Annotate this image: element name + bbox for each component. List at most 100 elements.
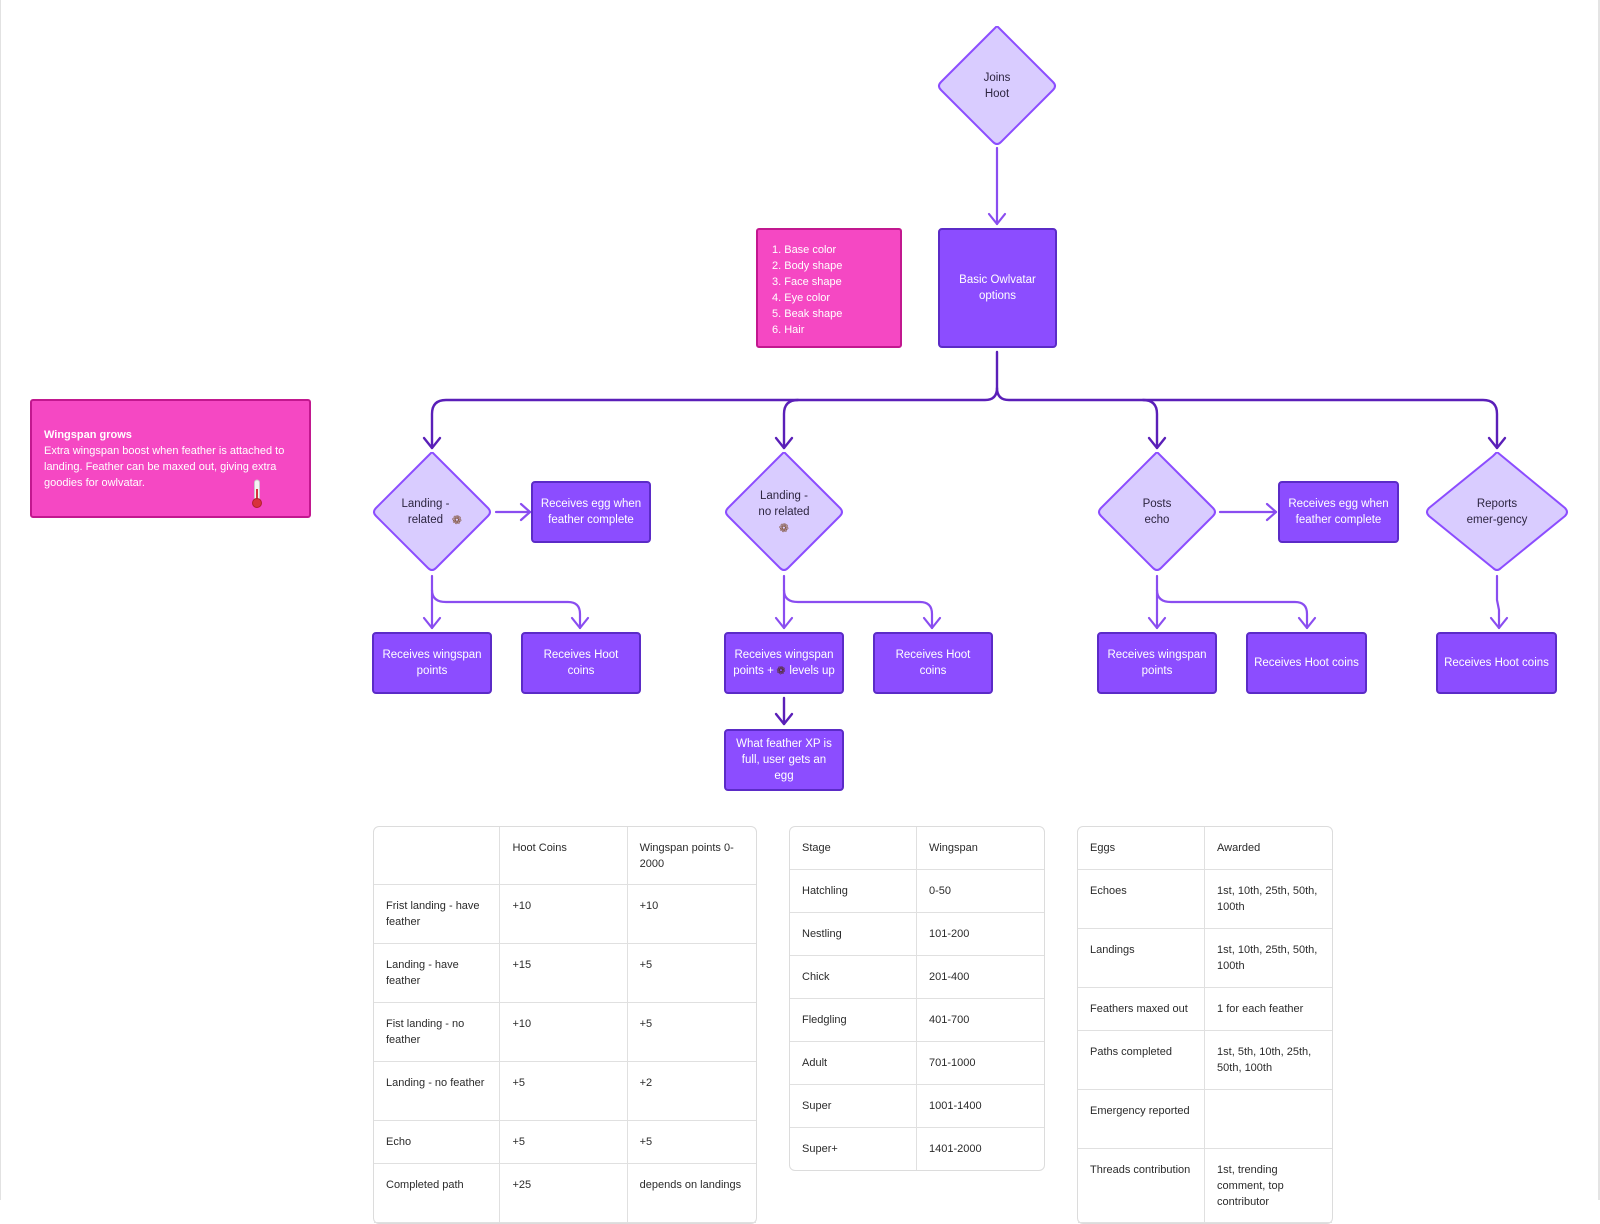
table-cell: Hatchling (790, 870, 917, 913)
receives-hoot-coins-box-2[interactable]: Receives Hoot coins (873, 632, 993, 694)
table-cell: 0-50 (916, 870, 1044, 913)
receives-egg-box-2[interactable]: Receives egg when feather complete (1278, 481, 1399, 543)
receives-hoot-coins-label: Receives Hoot coins (1254, 657, 1359, 669)
owlvatar-options-note[interactable]: 1. Base color 2. Body shape 3. Face shap… (756, 228, 902, 348)
table-header-cell: Eggs (1078, 827, 1206, 870)
feather-icon: ❁ (449, 511, 466, 529)
basic-owlvatar-options-box[interactable]: Basic Owlvatar options (938, 228, 1057, 348)
table-row: Fist landing - no feather+10+5 (374, 1003, 756, 1062)
table-header-row: Hoot Coins Wingspan points 0-2000 (374, 827, 756, 885)
table-cell: +5 (627, 944, 756, 1003)
connector-landing-related-coins (430, 588, 582, 630)
table-cell: 1st, 10th, 25th, 50th, 100th (1205, 870, 1332, 929)
canvas-edge-right (1598, 0, 1600, 1200)
table-row: Frist landing - have feather+10+10 (374, 885, 756, 944)
arrowhead (519, 502, 532, 522)
diamond-shape (1098, 452, 1216, 571)
table-header-cell (374, 827, 501, 885)
receives-hoot-coins-label: Receives Hoot coins (1444, 657, 1549, 669)
options-list-item: 4. Eye color (772, 292, 831, 304)
table-cell: +10 (500, 1003, 628, 1062)
joins-hoot-diamond[interactable]: Joins Hoot (937, 26, 1057, 146)
table-cell: 1001-1400 (916, 1085, 1044, 1128)
receives-hoot-coins-label: Receives Hoot coins (895, 649, 971, 677)
receives-wingspan-levels-box[interactable]: Receives wingspan points + ❁ levels up (724, 632, 844, 694)
landing-related-diamond[interactable]: Landing - related ❁ (372, 452, 492, 572)
table-cell: +5 (627, 1121, 756, 1164)
table-cell: Nestling (790, 913, 917, 956)
owlvatar-options-list: 1. Base color 2. Body shape 3. Face shap… (772, 242, 886, 338)
table-cell (1205, 1090, 1332, 1149)
wingspan-grows-title: Wingspan grows (44, 429, 132, 441)
table-cell: Super+ (790, 1128, 917, 1170)
table-cell: +10 (500, 885, 628, 944)
connector-landing-no-related-coins (782, 588, 934, 630)
landing-no-related-diamond[interactable]: Landing - no related ❁ (724, 452, 844, 572)
table-cell: +5 (500, 1062, 628, 1121)
receives-wingspan-points-box-1[interactable]: Receives wingspan points (372, 632, 492, 694)
table-cell: Emergency reported (1078, 1090, 1206, 1149)
diamond-shape (373, 452, 491, 571)
arrowhead (1147, 616, 1167, 630)
receives-wingspan-points-box-3[interactable]: Receives wingspan points (1097, 632, 1217, 694)
table-header-cell: Wingspan (916, 827, 1044, 870)
table-header-cell: Stage (790, 827, 917, 870)
receives-egg-label: Receives egg when feather complete (1288, 498, 1389, 526)
table-cell: Super (790, 1085, 917, 1128)
landing-no-related-text: Landing - no related ❁ (724, 452, 844, 572)
reports-emergency-diamond[interactable]: Reports emer-gency (1424, 452, 1570, 572)
posts-echo-diamond[interactable]: Posts echo (1097, 452, 1217, 572)
table-header-row: Stage Wingspan (790, 827, 1044, 870)
table-header-cell: Hoot Coins (500, 827, 628, 885)
arrowhead (1147, 436, 1167, 450)
table-cell: depends on landings (627, 1164, 756, 1223)
receives-egg-box-1[interactable]: Receives egg when feather complete (531, 481, 651, 543)
table-cell: Threads contribution (1078, 1149, 1206, 1223)
table-cell: 1 for each feather (1205, 988, 1332, 1031)
table-cell: 1401-2000 (928, 1143, 982, 1155)
table-cell: Landings (1078, 929, 1206, 988)
table-row: Super+ 1401-2000 (790, 1128, 1044, 1170)
table-cell: 701-1000 (916, 1042, 1044, 1085)
feather-xp-egg-box[interactable]: What feather XP is full, user gets an eg… (724, 729, 844, 791)
options-list-item: 2. Body shape (772, 260, 843, 272)
receives-hoot-coins-box-1[interactable]: Receives Hoot coins (521, 632, 641, 694)
wingspan-grows-body: Extra wingspan boost when feather is att… (44, 445, 285, 489)
table-cell: 201-400 (916, 956, 1044, 999)
arrowhead (422, 436, 442, 450)
basic-owlvatar-options-label: Basic Owlvatar options (959, 274, 1036, 302)
connector-bus-landing-no-related (782, 398, 800, 450)
table-row: Landing - no feather+5+2 (374, 1062, 756, 1121)
connector-posts-echo-coins (1155, 588, 1309, 630)
reports-emergency-label: Reports emer-gency (1466, 498, 1528, 526)
table-cell: +5 (500, 1121, 628, 1164)
canvas-edge-left (0, 0, 1, 1200)
arrowhead (1487, 436, 1507, 450)
connector-reports-down (1495, 574, 1501, 630)
table-cell: Chick (790, 956, 917, 999)
connector-bus-right (995, 386, 1499, 450)
table-row: Landing - have feather+15+5 (374, 944, 756, 1003)
receives-hoot-coins-box-3[interactable]: Receives Hoot coins (1246, 632, 1367, 694)
receives-hoot-coins-box-4[interactable]: Receives Hoot coins (1436, 632, 1557, 694)
table-cell: Echoes (1078, 870, 1206, 929)
table-cell: Completed path (374, 1164, 501, 1223)
table-cell: 1st, 10th, 25th, 50th, 100th (1205, 929, 1332, 988)
table-row: Echo+5+5 (374, 1121, 756, 1164)
feather-icon: ❁ (775, 519, 793, 537)
wingspan-levels-line2b: levels up (786, 665, 835, 677)
table-header-cell: Wingspan points 0-2000 (627, 827, 756, 885)
table-cell: 1st, trending comment, top contributor (1205, 1149, 1332, 1223)
wingspan-grows-note[interactable]: Wingspan grows Extra wingspan boost when… (30, 399, 311, 518)
